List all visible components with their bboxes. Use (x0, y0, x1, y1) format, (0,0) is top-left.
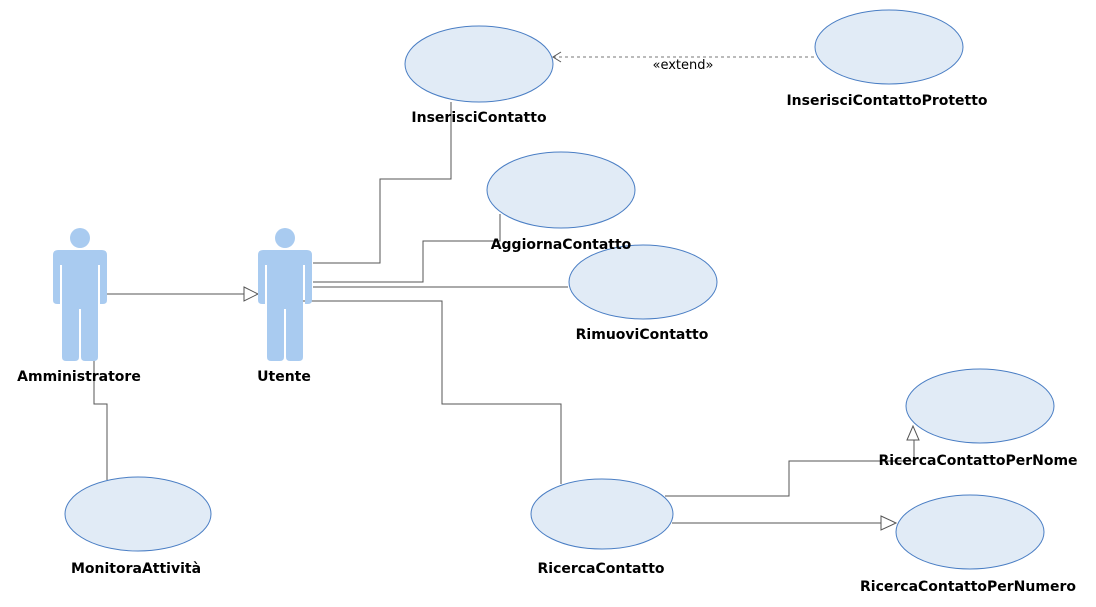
actor-label: Amministratore (17, 369, 141, 385)
use-case-ricerca-contatto-per-numero[interactable] (895, 494, 1045, 570)
use-case-label: InserisciContatto (411, 110, 547, 126)
actor-icon[interactable] (53, 228, 107, 361)
use-case-ricerca-contatto-per-nome[interactable] (905, 368, 1055, 444)
use-case-label: AggiornaContatto (491, 237, 632, 253)
use-case-label: RicercaContattoPerNumero (860, 579, 1076, 595)
generalization-arrowhead (906, 424, 920, 441)
use-case-label: InserisciContattoProtetto (786, 93, 987, 109)
extend-stereotype-label: «extend» (653, 58, 714, 73)
generalization-arrowhead (880, 515, 898, 531)
generalization-arrowhead (243, 286, 260, 302)
use-cases (64, 9, 1055, 570)
use-case-monitora-attivita[interactable] (64, 476, 212, 552)
use-case-inserisci-contatto[interactable] (404, 25, 554, 103)
connectors (93, 51, 920, 531)
use-case-label: RicercaContattoPerNome (878, 453, 1077, 469)
use-case-rimuovi-contatto[interactable] (568, 244, 718, 320)
association-amministratore-monitora[interactable] (93, 349, 108, 480)
use-case-inserisci-contatto-protetto[interactable] (814, 9, 964, 85)
generalization-ricerca-nome[interactable] (665, 440, 915, 497)
labels: InserisciContatto InserisciContattoProte… (17, 58, 1077, 595)
association-utente-aggiorna[interactable] (313, 214, 501, 283)
use-case-ricerca-contatto[interactable] (530, 478, 674, 550)
use-case-aggiorna-contatto[interactable] (486, 151, 636, 229)
use-case-label: RicercaContatto (537, 561, 664, 577)
actor-icon[interactable] (258, 228, 312, 361)
association-utente-inserisci[interactable] (313, 102, 452, 264)
actor-label: Utente (257, 369, 311, 385)
use-case-label: RimuoviContatto (576, 327, 709, 343)
extend-arrowhead (552, 51, 562, 63)
association-utente-ricerca[interactable] (300, 300, 562, 484)
use-case-label: MonitoraAttività (71, 561, 201, 577)
